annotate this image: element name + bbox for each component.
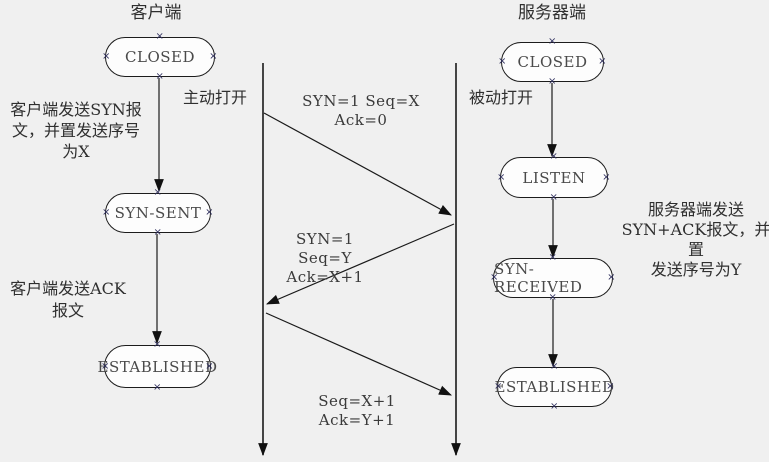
handle-icon: ×	[101, 360, 110, 372]
client-syn-note: 客户端发送SYN报 文，并置发送序号 为X	[10, 100, 142, 161]
server-synack-note: 服务器端发送 SYN+ACK报文，并置 发送序号为Y	[621, 200, 769, 279]
state-label: SYN-RECEIVED	[494, 260, 583, 296]
handle-icon: ×	[548, 36, 557, 47]
handle-icon: ×	[548, 76, 557, 87]
handle-icon: ×	[153, 339, 162, 350]
passive-open-label: 被动打开	[468, 88, 533, 107]
handle-icon: ×	[153, 382, 162, 393]
handle-icon: ×	[549, 151, 559, 162]
handle-icon: ×	[606, 381, 615, 392]
arrow-ack-segment	[265, 312, 452, 396]
handle-icon: ×	[205, 207, 214, 218]
handle-icon: ×	[153, 227, 163, 238]
server-title: 服务器端	[518, 3, 586, 23]
handle-icon: ×	[102, 207, 111, 218]
state-server-established: ESTABLISHED × × × ×	[494, 362, 615, 412]
message-syn: SYN=1 Seq=X Ack=0	[302, 92, 420, 129]
handle-icon: ×	[498, 56, 507, 67]
handle-icon: ×	[607, 272, 616, 283]
message-synack: SYN=1 Seq=Y Ack=X+1	[286, 230, 364, 286]
state-client-established: ESTABLISHED × × × ×	[98, 340, 218, 393]
handle-icon: ×	[155, 31, 165, 42]
state-label: ESTABLISHED	[494, 378, 615, 396]
state-label: SYN-SENT	[114, 204, 202, 222]
handle-icon: ×	[550, 401, 559, 412]
handle-icon: ×	[153, 187, 163, 198]
handle-icon: ×	[155, 71, 165, 82]
client-ack-note: 客户端发送ACK 报文	[10, 279, 126, 320]
active-open-label: 主动打开	[182, 88, 247, 107]
handle-icon: ×	[494, 381, 503, 392]
state-label: CLOSED	[517, 53, 588, 71]
message-ack: Seq=X+1 Ack=Y+1	[318, 392, 396, 429]
state-client-closed: CLOSED × × × ×	[102, 32, 218, 82]
handle-icon: ×	[548, 292, 558, 303]
arrow-syn-segment	[263, 112, 452, 216]
handle-icon: ×	[598, 56, 607, 67]
handle-icon: ×	[549, 192, 559, 203]
state-server-syn-received: SYN-RECEIVED × × × ×	[490, 253, 616, 303]
state-label: CLOSED	[125, 48, 195, 66]
handle-icon: ×	[205, 360, 214, 372]
client-title: 客户端	[130, 3, 182, 23]
state-label: LISTEN	[522, 168, 586, 187]
handle-icon: ×	[548, 252, 558, 263]
state-client-syn-sent: SYN-SENT × × × ×	[102, 188, 214, 238]
handle-icon: ×	[490, 272, 499, 283]
arrow-synack-segment	[266, 223, 455, 305]
state-server-closed: CLOSED × × × ×	[498, 37, 607, 87]
handle-icon: ×	[102, 51, 111, 62]
state-label: ESTABLISHED	[97, 357, 218, 376]
handle-icon: ×	[550, 361, 559, 372]
handle-icon: ×	[497, 171, 506, 183]
handle-icon: ×	[209, 51, 218, 62]
handle-icon: ×	[602, 171, 611, 183]
state-server-listen: LISTEN × × × ×	[497, 152, 611, 203]
